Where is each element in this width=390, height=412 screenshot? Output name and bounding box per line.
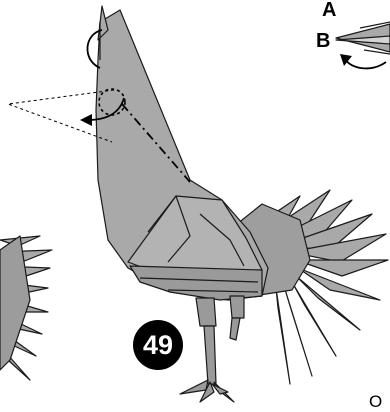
cropped-edge-text: O	[369, 392, 382, 412]
left-partial-tail	[0, 236, 52, 380]
legs	[196, 296, 244, 384]
label-b: B	[316, 31, 330, 51]
step-number-badge: 49	[133, 320, 183, 370]
inset-partial-diagram	[336, 22, 390, 68]
fold-arrow-head	[80, 114, 92, 126]
feet	[180, 380, 234, 402]
label-a: A	[322, 0, 336, 20]
